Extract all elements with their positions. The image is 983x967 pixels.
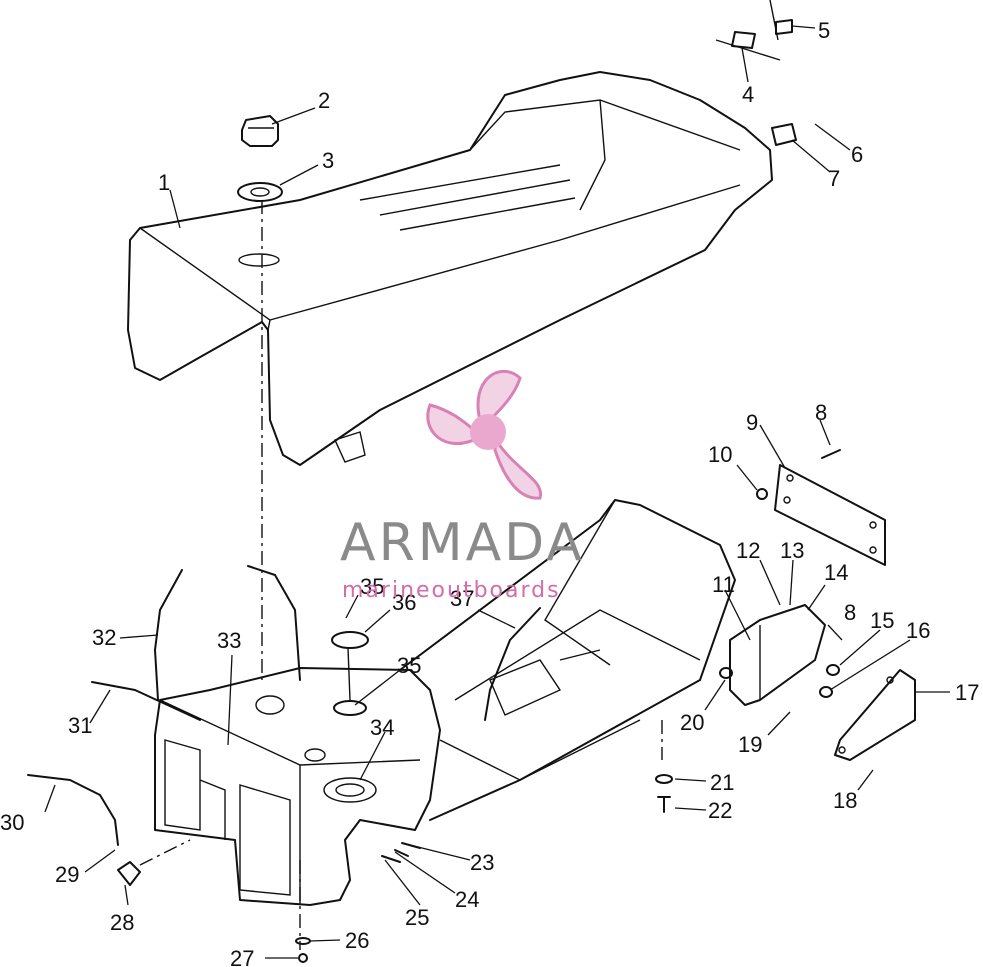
callout-28: 28 <box>110 910 134 935</box>
watermark-brand: ARMADA <box>340 513 585 573</box>
callout-10: 10 <box>708 442 732 467</box>
fuel-cap-part <box>241 115 279 147</box>
callout-3: 3 <box>322 148 334 173</box>
bracket-part-14 <box>729 604 826 706</box>
callout-19: 19 <box>738 732 762 757</box>
callout-30: 30 <box>0 810 24 835</box>
callout-26: 26 <box>345 928 369 953</box>
leader-lines <box>44 25 950 959</box>
watermark: ARMADA marineoutboards <box>340 369 585 603</box>
callout-12: 12 <box>736 538 760 563</box>
callout-31: 31 <box>68 713 92 738</box>
callout-15: 15 <box>870 608 894 633</box>
callout-29: 29 <box>55 862 79 887</box>
callout-8b: 8 <box>844 600 856 625</box>
callout-35b: 35 <box>397 653 421 678</box>
screw-part-22 <box>657 796 671 813</box>
bushing-part-15 <box>826 664 840 676</box>
clip-part-5 <box>769 0 793 41</box>
seat-part <box>127 71 773 466</box>
fuel-line-part-30 <box>27 774 119 846</box>
nut-part-27 <box>298 953 308 963</box>
callout-25: 25 <box>405 905 429 930</box>
callout-32: 32 <box>92 625 116 650</box>
callout-labels: 1 2 3 4 5 6 7 8 9 10 11 12 13 14 8 15 16… <box>0 18 979 967</box>
callout-37: 37 <box>450 586 474 611</box>
bushing-part-16 <box>819 686 833 698</box>
callout-17: 17 <box>955 680 979 705</box>
callout-27: 27 <box>230 946 254 967</box>
callout-33: 33 <box>217 628 241 653</box>
callout-1: 1 <box>158 170 170 195</box>
alignment-line <box>139 839 191 866</box>
bolt-part-8 <box>821 449 841 459</box>
fuel-tank-part <box>154 667 441 906</box>
screw-part-25 <box>381 855 401 863</box>
fitting-part-28 <box>117 861 141 886</box>
callout-36: 36 <box>392 590 416 615</box>
washer-part-26 <box>295 937 311 945</box>
bracket-part-4 <box>715 31 781 61</box>
tunnel-part <box>399 499 736 821</box>
spacer-part-20 <box>719 667 733 679</box>
callout-7: 7 <box>828 166 840 191</box>
vent-line-part <box>247 565 301 681</box>
plate-part-7 <box>771 123 797 146</box>
callout-14: 14 <box>824 560 848 585</box>
callout-20: 20 <box>680 710 704 735</box>
gauge-part-36 <box>331 631 369 701</box>
watermark-tagline: marineoutboards <box>342 578 561 603</box>
callout-13: 13 <box>780 538 804 563</box>
washer-part-21 <box>655 774 673 784</box>
callout-4: 4 <box>742 82 754 107</box>
callout-23: 23 <box>470 850 494 875</box>
callout-11: 11 <box>712 572 735 597</box>
callout-9: 9 <box>746 410 758 435</box>
callout-22: 22 <box>708 798 732 823</box>
callout-5: 5 <box>818 18 830 43</box>
clamp-part-24 <box>394 849 409 857</box>
fuel-line-part-37 <box>484 607 541 721</box>
fuel-line-part-31 <box>91 681 201 721</box>
bracket-part-17 <box>834 669 916 761</box>
callout-2: 2 <box>318 88 330 113</box>
cap-gasket-part <box>237 182 283 202</box>
nut-part-10 <box>756 488 768 500</box>
callout-16: 16 <box>906 618 930 643</box>
plate-part-9 <box>774 464 886 566</box>
callout-24: 24 <box>455 887 479 912</box>
callout-6: 6 <box>851 142 863 167</box>
callout-35: 35 <box>360 574 384 599</box>
callout-8: 8 <box>815 400 827 425</box>
callout-34: 34 <box>370 715 394 740</box>
callout-18: 18 <box>833 788 857 813</box>
fuel-line-part-32 <box>154 569 183 701</box>
gasket-part-35 <box>333 700 367 716</box>
propeller-icon <box>426 369 542 500</box>
callout-21: 21 <box>710 770 734 795</box>
